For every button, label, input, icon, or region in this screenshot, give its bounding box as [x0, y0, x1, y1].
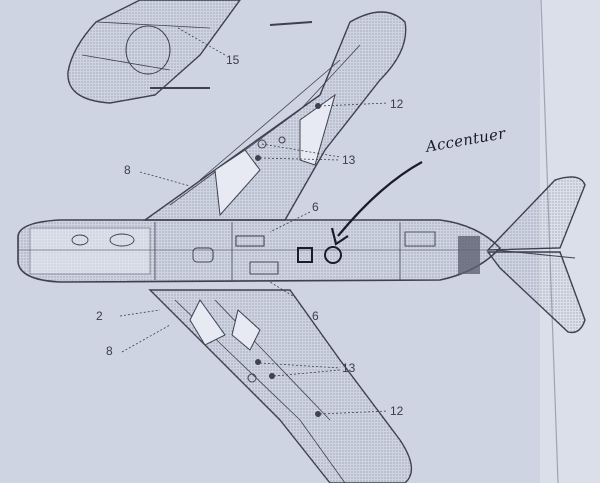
callout-15: 15 — [226, 53, 240, 67]
upper-wing-fragment — [67, 0, 241, 104]
callout-13-top: 13 — [342, 153, 356, 167]
callout-12-top: 12 — [390, 97, 404, 111]
callout-13-bottom: 13 — [342, 361, 356, 375]
callout-12-bottom: 12 — [390, 404, 404, 418]
leader-lines — [119, 27, 389, 415]
callout-6-bottom: 6 — [312, 309, 319, 323]
upper-right-wing — [142, 11, 407, 221]
tail-section — [486, 176, 586, 334]
callout-2: 2 — [96, 309, 103, 323]
callout-8-top: 8 — [124, 163, 131, 177]
fuselage — [17, 219, 502, 283]
lower-right-wing — [148, 289, 413, 483]
callout-6-top: 6 — [312, 200, 319, 214]
annotation-arrow — [337, 161, 423, 237]
callout-8-bottom: 8 — [106, 344, 113, 358]
